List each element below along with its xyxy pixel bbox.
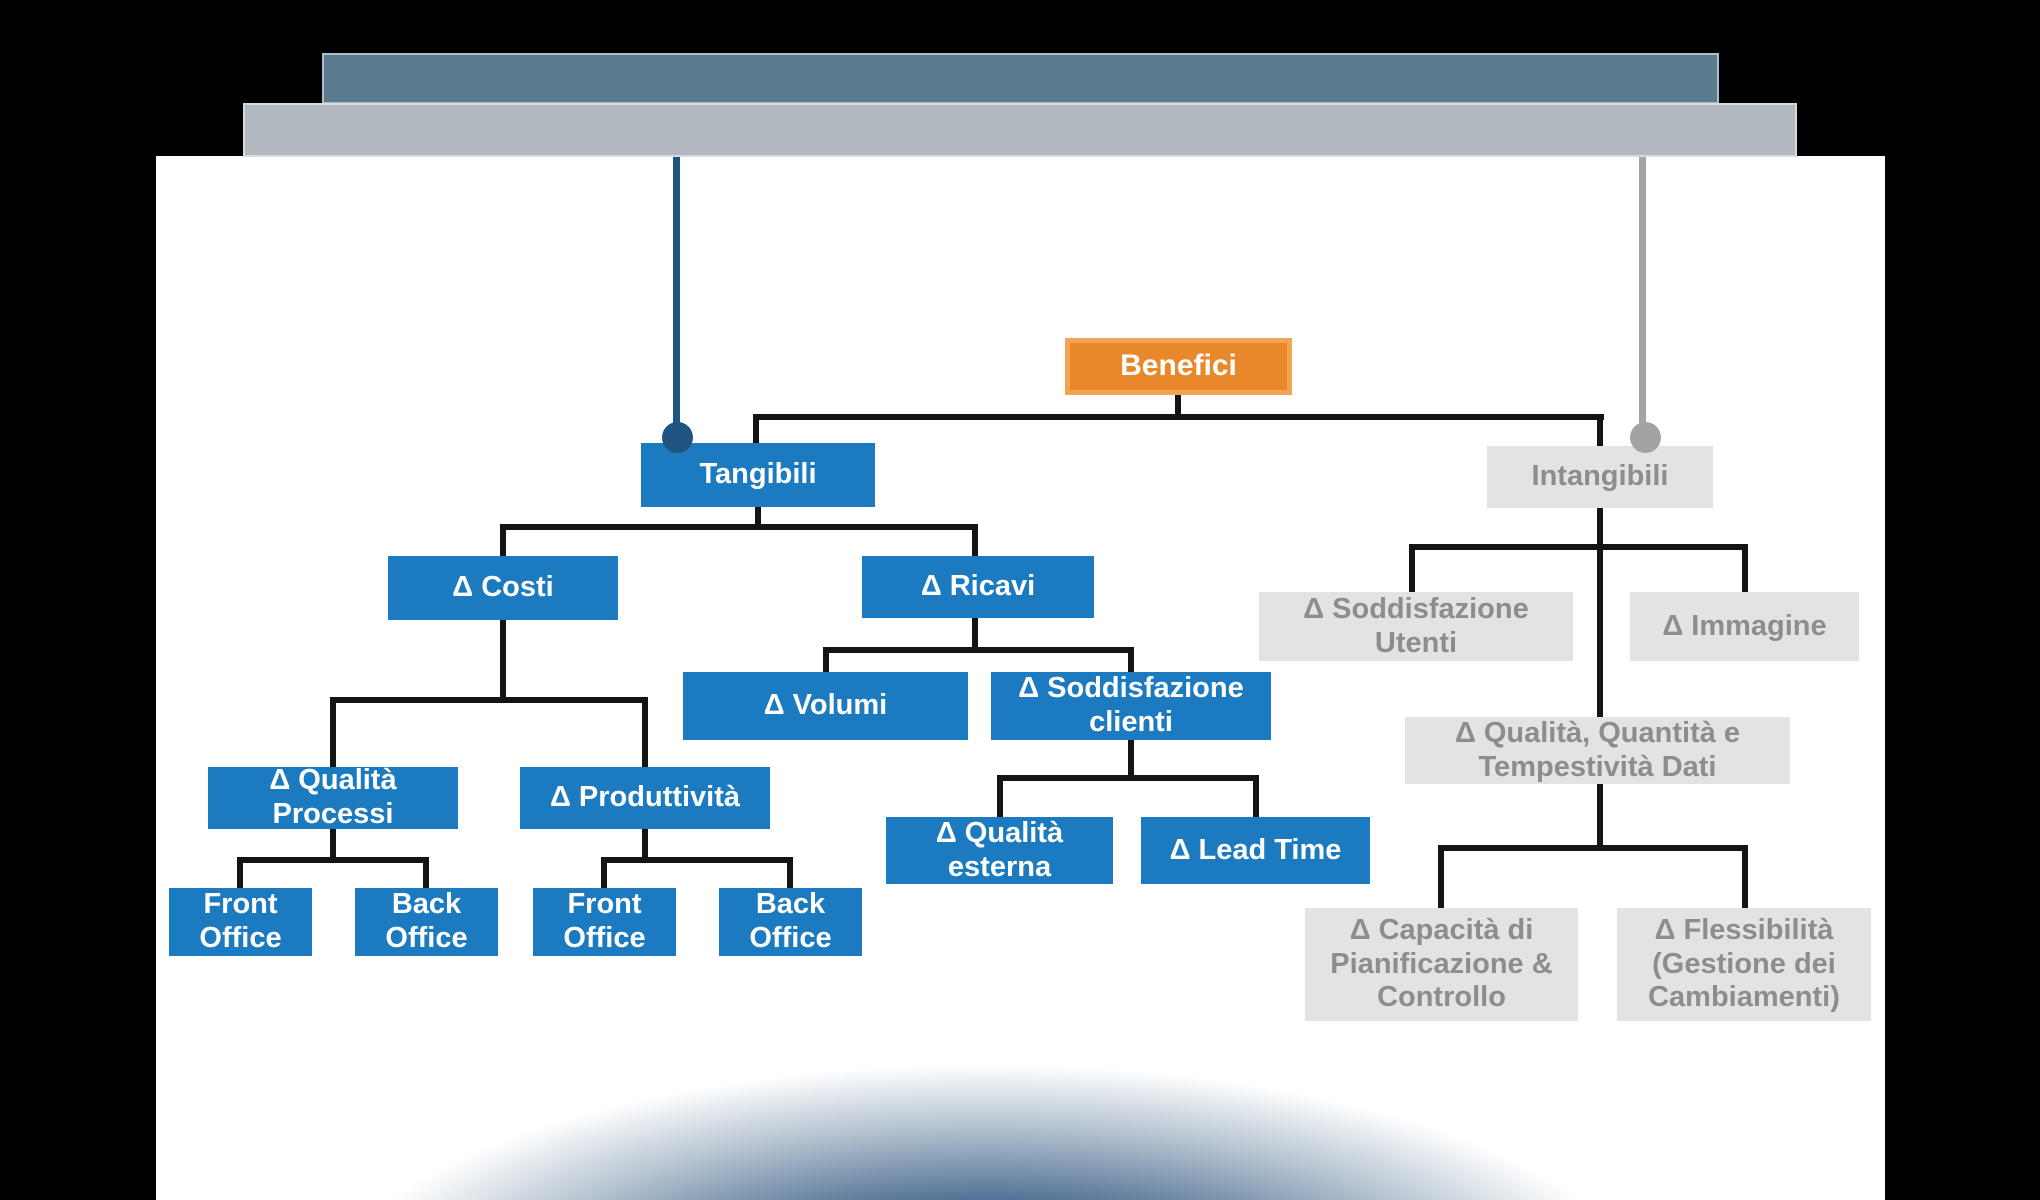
- connector-segment: [1742, 845, 1748, 911]
- node-intangibili: Intangibili: [1487, 446, 1713, 508]
- connector-segment: [1597, 414, 1603, 449]
- node-qualita-esterna: Δ Qualità esterna: [886, 817, 1113, 884]
- connector-segment: [753, 414, 1604, 420]
- node-tangibili: Tangibili: [641, 443, 875, 507]
- connector-segment: [1128, 647, 1134, 675]
- connector-segment: [1597, 544, 1603, 720]
- node-lead-time: Δ Lead Time: [1141, 817, 1370, 884]
- node-ricavi: Δ Ricavi: [862, 556, 1094, 618]
- node-soddisfazione-clienti: Δ Soddisfazione clienti: [991, 672, 1271, 740]
- node-benefici: Benefici: [1065, 338, 1292, 395]
- connector-segment: [1597, 782, 1603, 851]
- connector-segment: [997, 775, 1003, 820]
- hanger-right-dot-icon: [1629, 421, 1661, 453]
- connector-segment: [237, 857, 429, 863]
- node-volumi: Δ Volumi: [683, 672, 968, 740]
- connector-segment: [1409, 544, 1748, 550]
- connector-segment: [500, 524, 506, 559]
- hanger-left-dot-icon: [661, 421, 693, 453]
- node-flessibilita-gestione-cambiamenti: Δ Flessibilità (Gestione dei Cambiamenti…: [1617, 908, 1871, 1021]
- connector-segment: [1175, 395, 1181, 420]
- connector-segment: [330, 826, 336, 863]
- node-qualita-quantita-tempestivita-dati: Δ Qualità, Quantità e Tempestività Dati: [1405, 717, 1790, 784]
- connector-segment: [601, 857, 607, 891]
- node-qualita-processi: Δ Qualità Processi: [208, 764, 458, 830]
- connector-segment: [755, 505, 761, 530]
- connector-segment: [972, 524, 978, 559]
- connector-segment: [1742, 544, 1748, 595]
- hanger-left-line: [673, 156, 680, 426]
- top-bar-dark: [322, 53, 1719, 104]
- connector-segment: [787, 857, 793, 891]
- node-soddisfazione-utenti: Δ Soddisfazione Utenti: [1259, 592, 1573, 661]
- node-back-office-1: Back Office: [355, 888, 498, 956]
- node-immagine: Δ Immagine: [1630, 592, 1859, 661]
- connector-segment: [330, 697, 336, 770]
- node-front-office-2: Front Office: [533, 888, 676, 956]
- connector-segment: [972, 616, 978, 653]
- connector-segment: [500, 524, 978, 530]
- connector-segment: [1409, 544, 1415, 595]
- connector-segment: [423, 857, 429, 891]
- connector-segment: [1597, 505, 1603, 550]
- connector-segment: [642, 826, 648, 863]
- connector-segment: [330, 697, 648, 703]
- connector-segment: [1253, 775, 1259, 820]
- node-capacita-pianificazione-controllo: Δ Capacità di Pianificazione & Controllo: [1305, 908, 1578, 1021]
- connector-segment: [753, 414, 759, 446]
- connector-segment: [1438, 845, 1444, 911]
- node-front-office-1: Front Office: [169, 888, 312, 956]
- node-produttivita: Δ Produttività: [520, 767, 770, 829]
- hanger-right-line: [1639, 156, 1646, 426]
- connector-segment: [997, 775, 1259, 781]
- connector-segment: [823, 647, 829, 675]
- node-back-office-2: Back Office: [719, 888, 862, 956]
- connector-segment: [500, 618, 506, 703]
- connector-segment: [601, 857, 793, 863]
- connector-segment: [237, 857, 243, 891]
- connector-segment: [1128, 738, 1134, 781]
- connector-segment: [642, 697, 648, 770]
- connector-segment: [1438, 845, 1748, 851]
- top-bar-light: [243, 103, 1797, 157]
- node-costi: Δ Costi: [388, 556, 618, 620]
- connector-segment: [823, 647, 1134, 653]
